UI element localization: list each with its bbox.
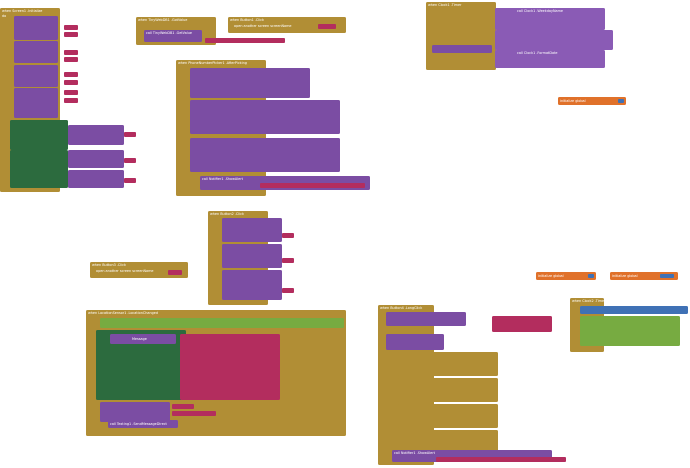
- clock2-timer-header: when Clock2 .Timer: [572, 299, 606, 303]
- button3-screen-name: [168, 270, 182, 275]
- init-global-3-value: [660, 274, 674, 278]
- if-getvalue-block-1[interactable]: [10, 120, 68, 150]
- init-global-3-label: initialize global: [612, 274, 638, 278]
- phone-afterpicking-header: when PhoneNumberPicker1 .AfterPicking: [178, 61, 247, 65]
- phone-if-1[interactable]: [190, 68, 310, 98]
- value-slot-1: [64, 32, 78, 37]
- button2-tag-1: [282, 233, 294, 238]
- screen-initialize-header: when Screen1 .Initialize: [2, 9, 43, 13]
- clock1-formatdate-label: call Clock1 .FormatDate: [517, 51, 558, 55]
- init-global-2-value: [588, 274, 594, 278]
- button2-store-3[interactable]: [222, 270, 282, 300]
- tinydb-getvalue-call[interactable]: call TinyWebDB1 .GetValue: [144, 30, 202, 42]
- button3-click-header: when Button3 .Click: [92, 263, 126, 267]
- button4-alert-label: call Notifier1 .ShowAlert: [394, 451, 435, 455]
- button4-set-text[interactable]: [386, 312, 466, 326]
- phone-else-alert-label: call Notifier1 .ShowAlert: [202, 177, 243, 181]
- location-message-label: Message: [132, 337, 147, 341]
- tag-slot-2: [64, 50, 78, 55]
- tinydb-store-2[interactable]: [14, 41, 58, 63]
- value-slot-2: [64, 57, 78, 62]
- init-global-1-label: initialize global: [560, 99, 586, 103]
- clock1-weekday-label: call Clock1 .WeekdayName: [517, 9, 563, 13]
- getvalue-tag-2: [124, 158, 136, 163]
- tinydb-store-4[interactable]: [14, 88, 58, 118]
- button3-click-block[interactable]: when Button3 .Click open another screen …: [90, 262, 188, 278]
- clock1-formatdate-2[interactable]: call Clock1 .FormatDate: [495, 50, 605, 68]
- clock1-timer-header: when Clock1 .Timer: [428, 3, 462, 7]
- tag-slot-4: [64, 90, 78, 95]
- button1-click-header: when Button1 .Click: [230, 18, 264, 22]
- location-send-label: call Texting1 .SendMessageDirect: [110, 422, 167, 426]
- getvalue-tag-3: [124, 178, 136, 183]
- location-send-direct[interactable]: call Texting1 .SendMessageDirect: [108, 420, 178, 428]
- phone-if-2[interactable]: [190, 100, 340, 134]
- tinydb-store-1[interactable]: [14, 16, 58, 40]
- button1-click-block[interactable]: when Button1 .Click open another screen …: [228, 17, 346, 33]
- button1-screen-name: [318, 24, 336, 29]
- button4-longclick-header: when Button4 .LongClick: [380, 306, 423, 310]
- getvalue-1[interactable]: [68, 125, 124, 145]
- getvalue-2[interactable]: [68, 150, 124, 168]
- button4-compare-3[interactable]: [398, 404, 498, 428]
- location-changed-header: when LocationSensor1 .LocationChanged: [88, 311, 158, 315]
- location-store-value[interactable]: [100, 402, 170, 422]
- screen-init-inner: [8, 14, 16, 190]
- tinydb-store-3[interactable]: [14, 65, 58, 87]
- button2-tag-2: [282, 258, 294, 263]
- tinydb-getvalue-arg: [205, 38, 285, 43]
- location-store-value-slot: [172, 411, 216, 416]
- value-slot-4: [64, 98, 78, 103]
- location-store-tag: [172, 404, 194, 409]
- button1-click-line: open another screen screenName: [234, 24, 292, 28]
- init-global-3[interactable]: initialize global: [610, 272, 678, 280]
- tinydb-getvalue-call-label: call TinyWebDB1 .GetValue: [146, 31, 192, 35]
- screen-initialize-do: do: [2, 14, 7, 18]
- getvalue-3[interactable]: [68, 170, 124, 188]
- clock2-if[interactable]: [580, 316, 680, 346]
- init-global-2-label: initialize global: [538, 274, 564, 278]
- clock1-weekday[interactable]: call Clock1 .WeekdayName: [495, 8, 605, 30]
- clock1-label2-set[interactable]: [432, 45, 492, 53]
- button4-calls[interactable]: [386, 334, 444, 350]
- button2-store-2[interactable]: [222, 244, 282, 268]
- button4-compare-1[interactable]: [398, 352, 498, 376]
- tinydb-gotvalue-header: when TinyWebDB1 .GotValue: [138, 18, 188, 22]
- button2-tag-3: [282, 288, 294, 293]
- button4-join[interactable]: [492, 316, 552, 332]
- init-global-1[interactable]: initialize global: [558, 97, 626, 105]
- location-if-cond[interactable]: [100, 318, 344, 328]
- init-global-1-value: [618, 99, 624, 103]
- phone-if-3[interactable]: [190, 138, 340, 172]
- getvalue-tag-1: [124, 132, 136, 137]
- phone-else-notice: [260, 183, 365, 188]
- location-join[interactable]: [180, 334, 280, 400]
- tag-slot-3: [64, 72, 78, 77]
- button4-compare-2[interactable]: [398, 378, 498, 402]
- clock1-timer-block[interactable]: when Clock1 .Timer: [426, 2, 496, 70]
- location-set-message[interactable]: Message: [110, 334, 176, 344]
- button2-click-header: when Button2 .Click: [210, 212, 244, 216]
- button4-alert-notice: [436, 457, 566, 462]
- button2-store-1[interactable]: [222, 218, 282, 242]
- clock1-formatdate[interactable]: [495, 30, 613, 50]
- value-slot-3: [64, 80, 78, 85]
- tag-slot-1: [64, 25, 78, 30]
- if-getvalue-block-2[interactable]: [10, 150, 68, 188]
- button3-click-line: open another screen screenName: [96, 269, 154, 273]
- clock2-set-count[interactable]: [580, 306, 688, 314]
- init-global-2[interactable]: initialize global: [536, 272, 596, 280]
